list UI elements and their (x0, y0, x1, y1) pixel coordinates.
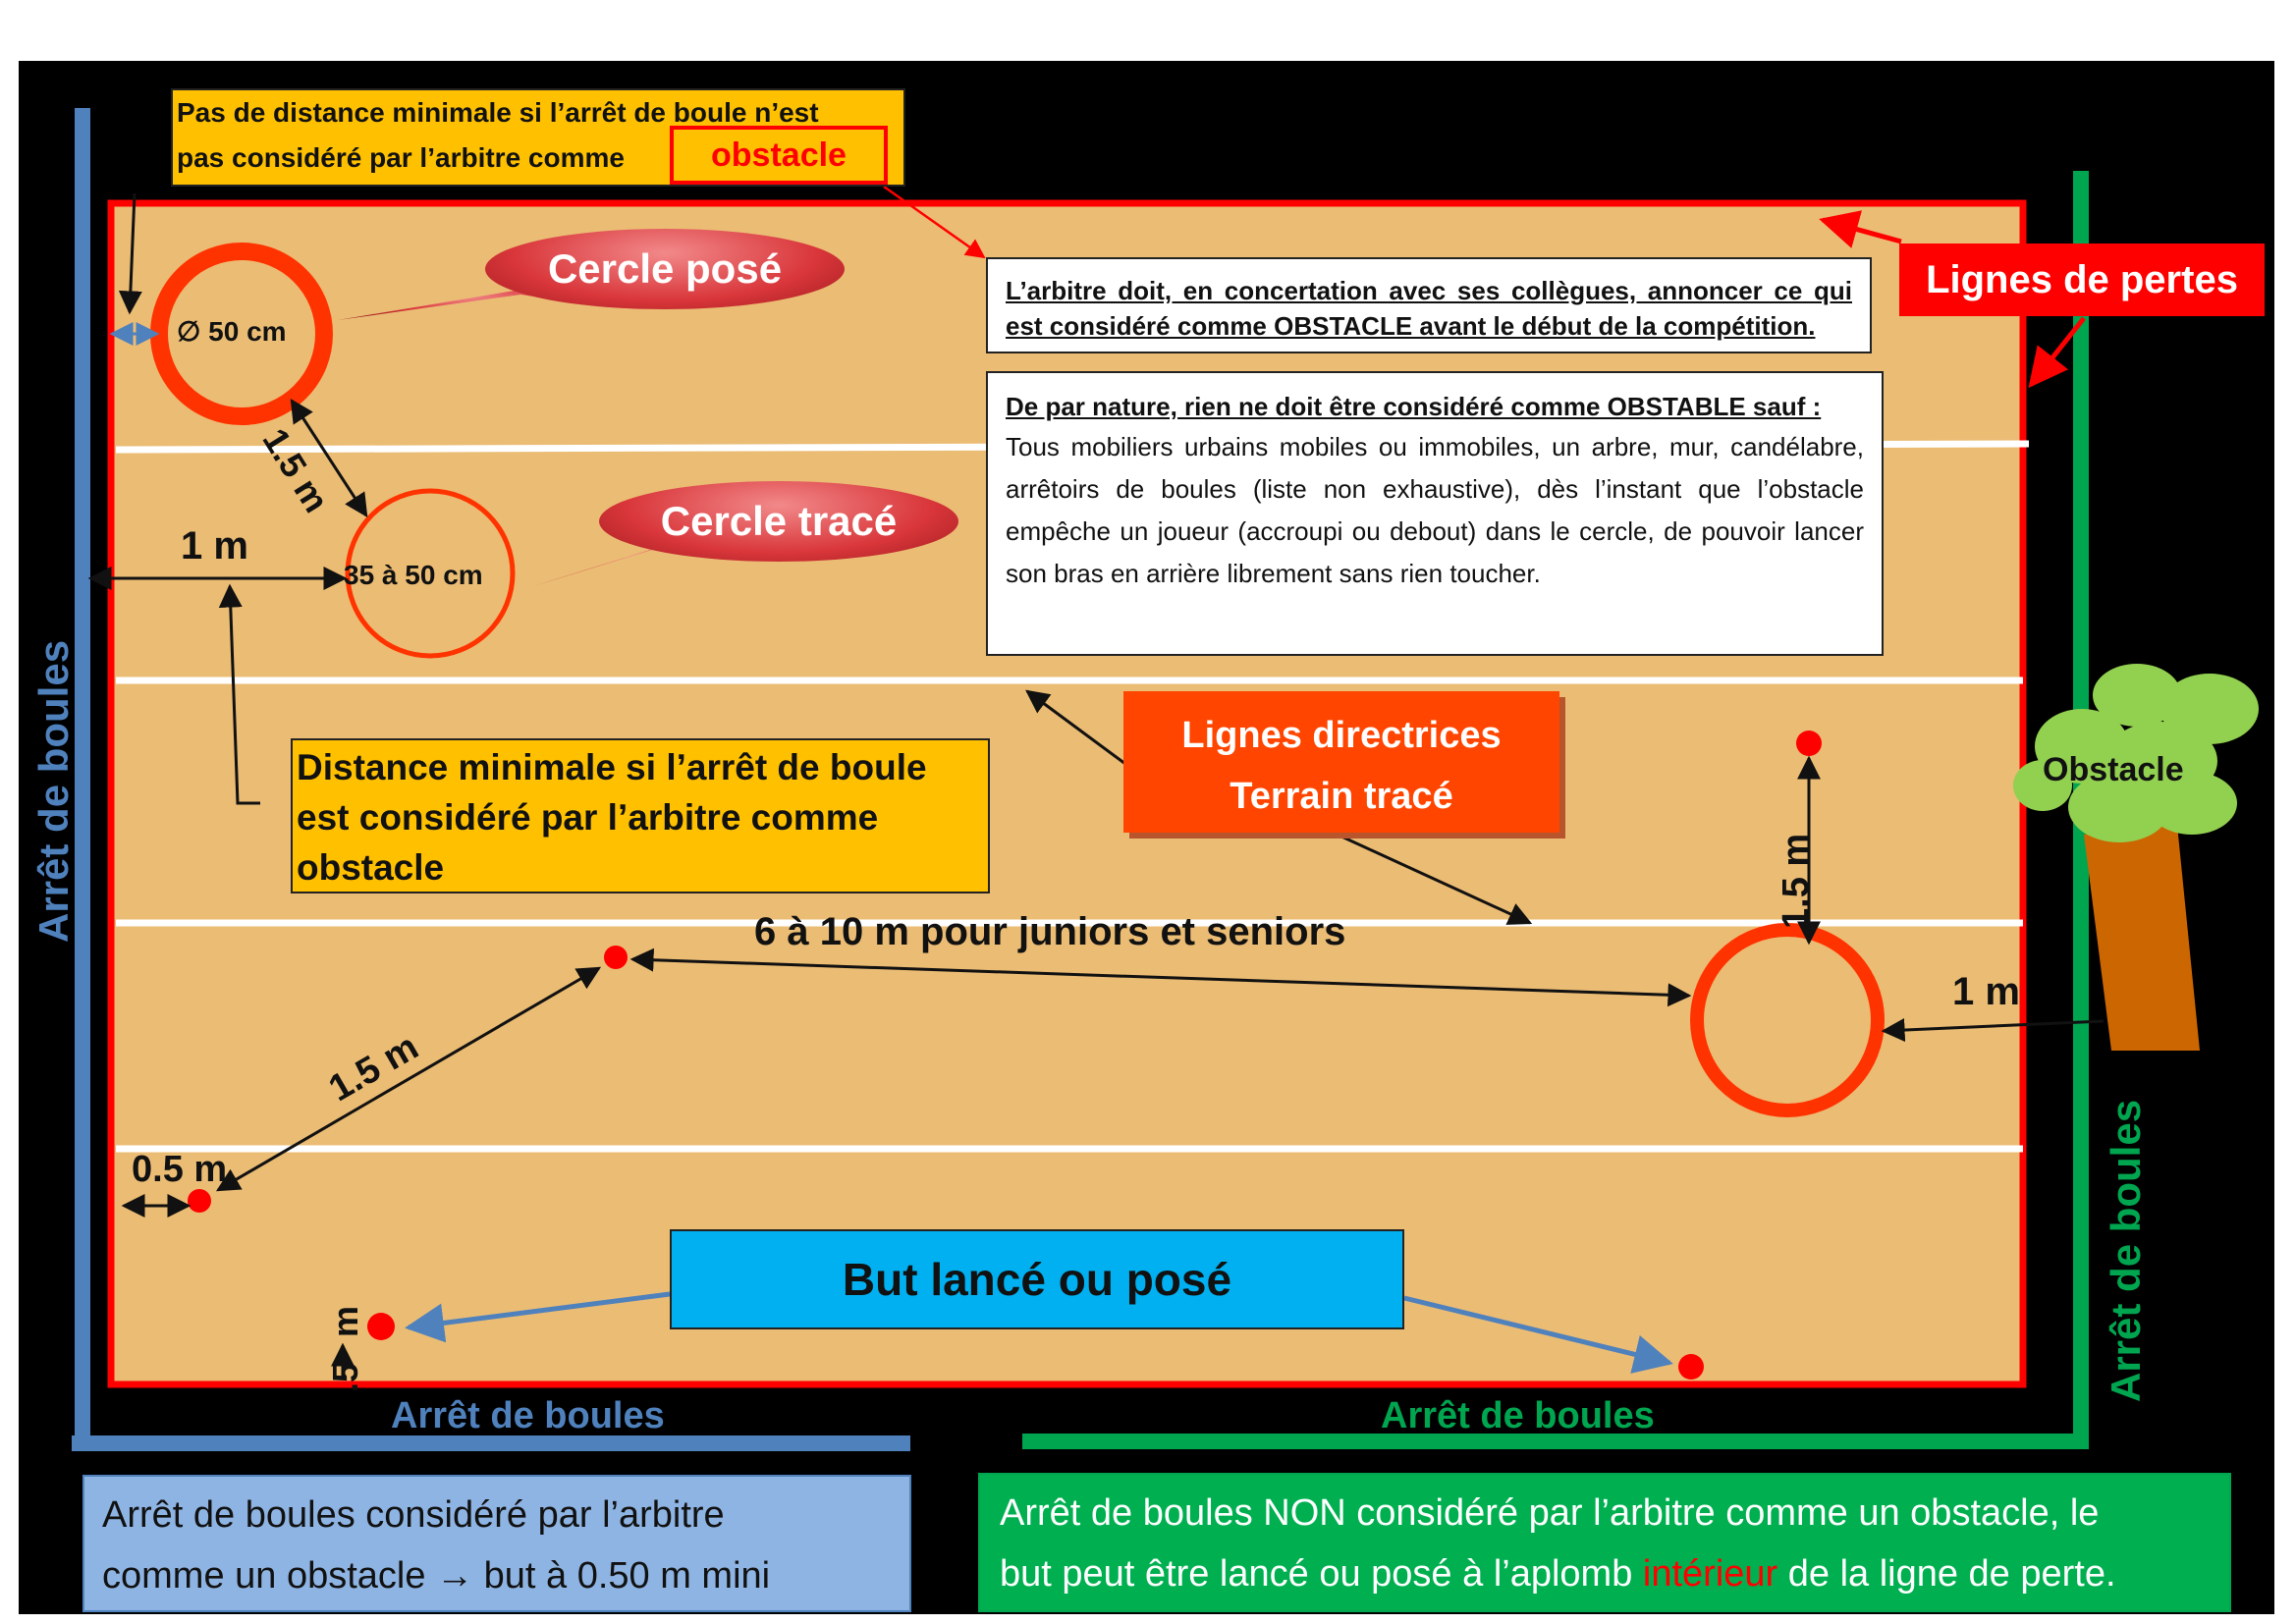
top-callout: Pas de distance minimale si l’arrêt de b… (171, 88, 905, 187)
arrow-six-ten (629, 947, 1692, 1007)
bubble-cercle-trace: Cercle tracé (599, 481, 958, 562)
top-callout-line1: Pas de distance minimale si l’arrêt de b… (177, 97, 819, 128)
circle-trace (345, 488, 516, 659)
arrow-but-left (405, 1291, 671, 1343)
tree-foliage (2013, 664, 2259, 842)
but-lance-pose-box: But lancé ou posé (670, 1229, 1404, 1329)
bottom-green-line2a: but peut être lancé ou posé à l’aplomb (1000, 1553, 1643, 1595)
but-dot-4 (367, 1313, 395, 1340)
measure-1m-left: 1 m (181, 524, 248, 568)
blue-stop-horizontal (72, 1435, 910, 1451)
note-arbitre: L’arbitre doit, en concertation avec ses… (986, 257, 1872, 353)
bottom-blue-line2: comme un obstacle → but à 0.50 m mini (102, 1545, 892, 1606)
blue-stop-vertical (75, 108, 90, 1435)
but-dot-2 (604, 946, 628, 969)
bottom-green-line2: but peut être lancé ou posé à l’aplomb i… (1000, 1543, 2210, 1604)
top-callout-line2: pas considéré par l’arbitre comme (177, 135, 903, 181)
right-arrow-icon: → (436, 1555, 474, 1597)
bottom-green-highlight: intérieur (1642, 1553, 1778, 1595)
obstacle-highlight-box: obstacle (670, 126, 888, 185)
arrow-red-pertes-side (2028, 316, 2086, 389)
arrow-red-obstacle (883, 185, 986, 259)
bubble-cercle-pose: Cercle posé (485, 229, 845, 309)
bottom-blue-line1: Arrêt de boules considéré par l’arbitre (102, 1494, 725, 1536)
measure-0-5m: 0.5 m (132, 1149, 228, 1190)
but-dot-1 (1796, 731, 1822, 756)
diameter-symbol: ∅ (177, 316, 201, 347)
bottom-green-line1: Arrêt de boules NON considéré par l’arbi… (1000, 1492, 2100, 1534)
note-nature-heading: De par nature, rien ne doit être considé… (1006, 392, 1822, 421)
but-dot-5 (1678, 1354, 1704, 1380)
tree-trunk (2084, 815, 2200, 1051)
lignes-de-pertes-label: Lignes de pertes (1899, 244, 2265, 316)
arrow-1m-right (1881, 1018, 2105, 1043)
bottom-blue-line2b: but à 0.50 m mini (473, 1555, 771, 1597)
arrow-top-callout (118, 192, 142, 315)
measure-partial-5: .5 (325, 1362, 365, 1392)
note-nature: De par nature, rien ne doit être considé… (986, 371, 1884, 656)
bottom-green-line2b: de la ligne de perte. (1777, 1553, 2116, 1595)
top-callout-line2-text: pas considéré par l’arbitre comme (177, 142, 625, 173)
measure-six-ten: 6 à 10 m pour juniors et seniors (754, 910, 1346, 953)
bottom-blue-box: Arrêt de boules considéré par l’arbitre … (82, 1475, 911, 1612)
measure-1-5m-right: 1.5 m (1776, 833, 1817, 929)
arrow-lignes-directrices-1 (1025, 689, 1126, 766)
distance-minimale-callout: Distance minimale si l’arrêt de boule es… (291, 738, 990, 893)
lignes-directrices-line2: Terrain tracé (1230, 776, 1453, 817)
arret-label-left: Arrêt de boules (30, 639, 77, 943)
bottom-blue-line2a: comme un obstacle (102, 1555, 437, 1597)
obstacle-label: Obstacle (2043, 751, 2184, 788)
arrow-1-5m-circles (290, 398, 368, 518)
note-nature-body: Tous mobiliers urbains mobiles ou immobi… (1006, 432, 1864, 588)
arrow-but-right (1403, 1295, 1673, 1374)
arret-label-right: Arrêt de boules (2103, 1099, 2149, 1402)
arrow-distance-minimale (218, 583, 260, 805)
diameter-value: 50 cm (208, 316, 287, 347)
green-stop-horizontal (1022, 1434, 2089, 1449)
circle-diameter-label: ∅ 50 cm (177, 312, 334, 352)
but-dot-3 (188, 1189, 211, 1213)
circle-trace-label: 35 à 50 cm (344, 560, 483, 590)
measure-partial-m: m (325, 1305, 365, 1337)
arrow-1-5m-diagonal (215, 966, 602, 1192)
measure-1m-right: 1 m (1952, 970, 2020, 1013)
circle-right (1690, 923, 1885, 1117)
arret-label-bottom-blue: Arrêt de boules (391, 1395, 665, 1436)
arret-label-bottom-green: Arrêt de boules (1381, 1395, 1655, 1436)
bottom-green-box: Arrêt de boules NON considéré par l’arbi… (978, 1473, 2231, 1612)
lignes-directrices-box: Lignes directrices Terrain tracé (1123, 691, 1559, 833)
arrow-lignes-directrices-2 (1339, 834, 1533, 925)
arrow-red-pertes-top (1819, 210, 1902, 248)
lignes-directrices-line1: Lignes directrices (1181, 715, 1502, 756)
